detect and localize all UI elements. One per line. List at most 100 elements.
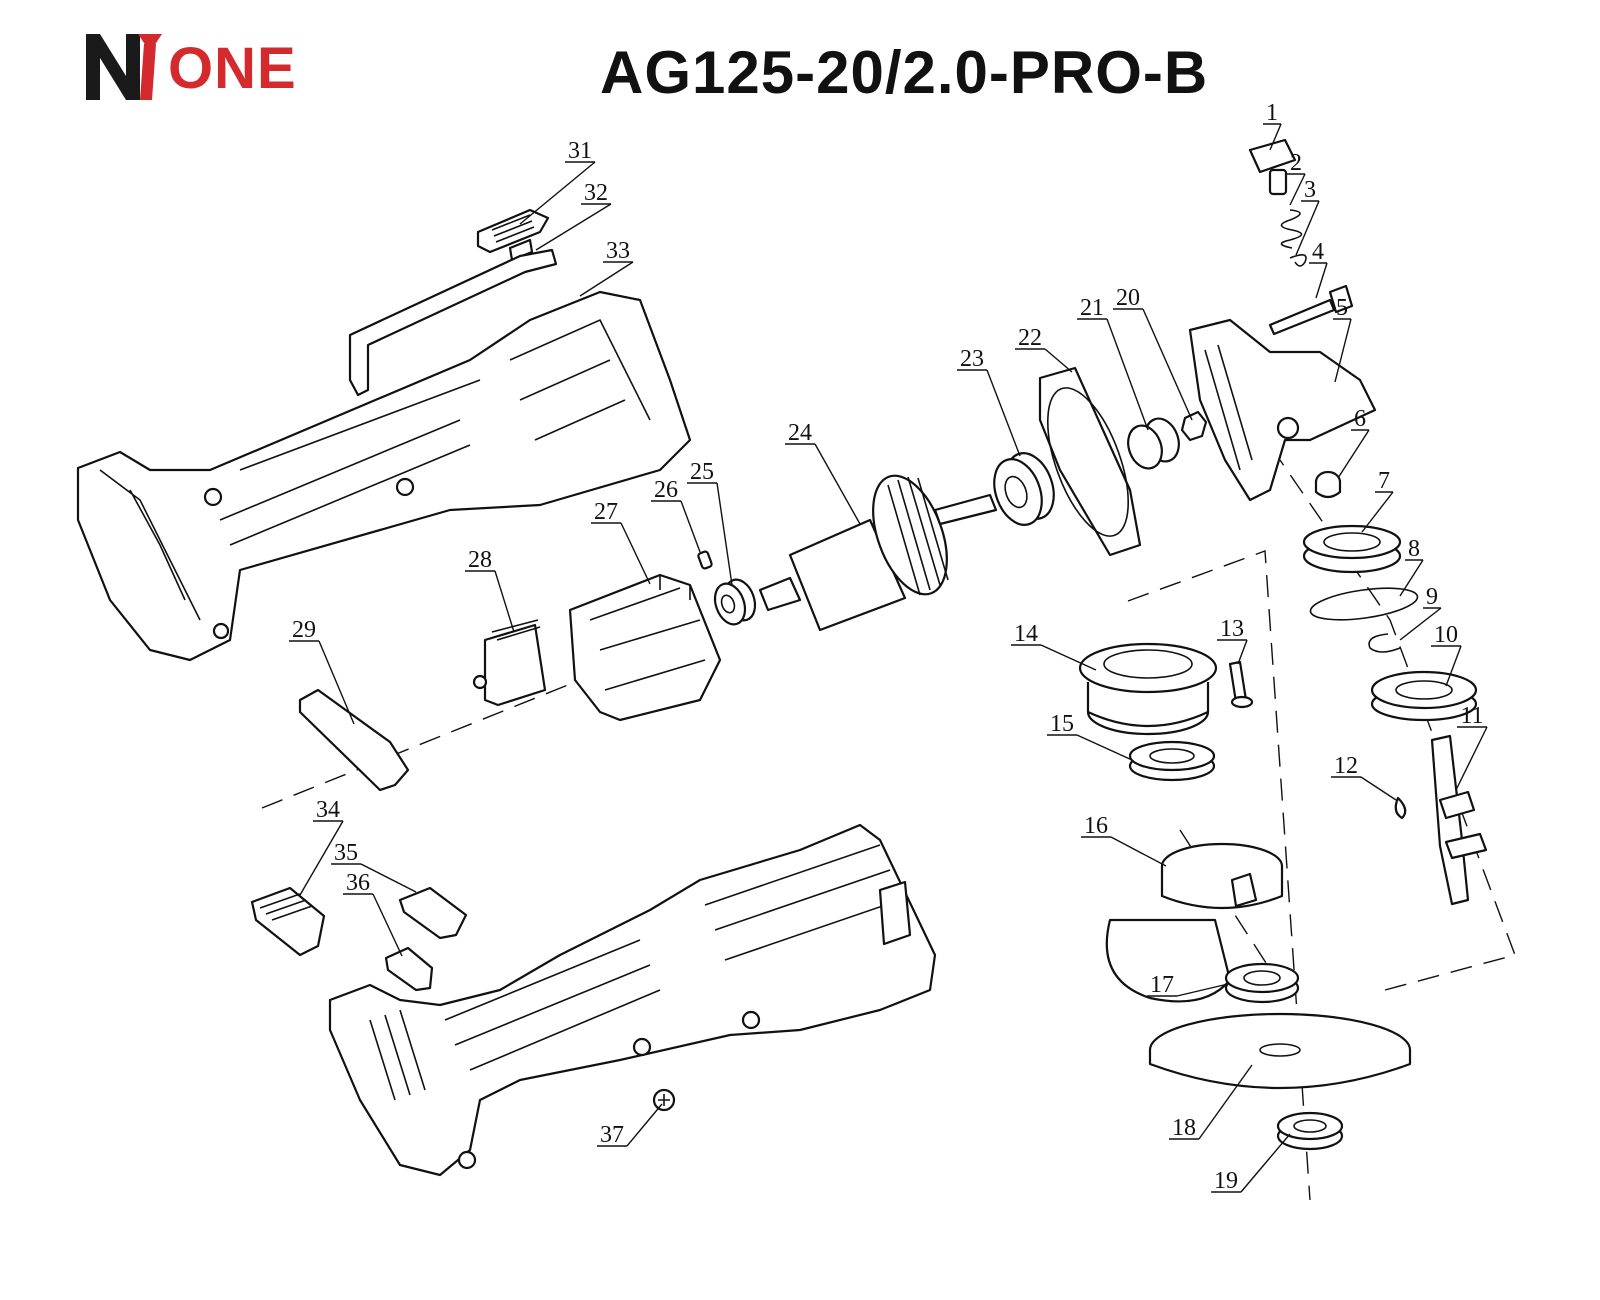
callout-leader-line xyxy=(494,570,515,633)
callout-leader-line xyxy=(986,369,1021,457)
callout-leader-line xyxy=(1399,559,1424,597)
callout-number: 22 xyxy=(1018,325,1042,351)
callout-17: 17 xyxy=(1147,972,1229,998)
callout-18: 18 xyxy=(1169,1064,1253,1141)
callout-number: 34 xyxy=(316,797,340,823)
brand-mark-icon xyxy=(86,34,162,100)
callout-leader-line xyxy=(814,443,861,525)
callout-number: 6 xyxy=(1354,406,1366,432)
callout-number: 28 xyxy=(468,547,492,573)
callout-11: 11 xyxy=(1455,703,1488,791)
part-36-clip xyxy=(384,946,434,992)
callout-29: 29 xyxy=(289,617,355,725)
part-19-flange-nut xyxy=(1276,1111,1344,1151)
callout-leader-line xyxy=(1315,262,1328,299)
callout-16: 16 xyxy=(1081,813,1167,867)
callout-number: 8 xyxy=(1408,536,1420,562)
callout-5: 5 xyxy=(1333,295,1352,383)
callout-leader-line xyxy=(1044,348,1073,373)
callout-26: 26 xyxy=(651,477,701,553)
callout-8: 8 xyxy=(1399,536,1424,597)
callout-leader-line xyxy=(360,863,417,893)
part-16-wheel-guard xyxy=(1105,842,1284,1003)
part-3-clip xyxy=(1289,254,1307,267)
callout-1: 1 xyxy=(1263,100,1282,151)
part-31-switch-slider xyxy=(476,208,550,262)
part-20-nut xyxy=(1180,410,1208,442)
part-25-bearing xyxy=(713,578,757,626)
part-11-spindle xyxy=(1430,734,1488,906)
callout-25: 25 xyxy=(687,459,733,586)
callout-7: 7 xyxy=(1361,468,1394,533)
callout-27: 27 xyxy=(591,499,651,585)
callout-number: 20 xyxy=(1116,285,1140,311)
callout-22: 22 xyxy=(1015,325,1073,373)
callout-number: 35 xyxy=(334,840,358,866)
callout-4: 4 xyxy=(1309,239,1328,299)
callout-number: 5 xyxy=(1336,295,1348,321)
part-14-bearing-housing xyxy=(1078,642,1218,736)
part-37-screw xyxy=(652,1088,676,1112)
callout-leader-line xyxy=(1360,776,1397,801)
callout-2: 2 xyxy=(1287,150,1306,206)
callout-12: 12 xyxy=(1331,753,1397,801)
callout-32: 32 xyxy=(535,180,612,251)
callout-leader-line xyxy=(1334,318,1352,383)
callout-leader-line xyxy=(1198,1064,1253,1140)
part-9-circlip xyxy=(1368,633,1401,653)
callout-13: 13 xyxy=(1217,616,1248,665)
part-28-control-module xyxy=(472,619,547,707)
callout-21: 21 xyxy=(1077,295,1149,431)
part-1-spindle-lock xyxy=(1248,138,1297,196)
callout-leader-line xyxy=(1106,318,1149,431)
callout-34: 34 xyxy=(299,797,344,896)
callout-20: 20 xyxy=(1113,285,1193,421)
callout-leader-line xyxy=(1040,644,1097,671)
callout-number: 13 xyxy=(1220,616,1244,642)
assembled-grinder-housing xyxy=(328,823,937,1177)
callout-number: 26 xyxy=(654,477,678,503)
callout-number: 18 xyxy=(1172,1115,1196,1141)
callout-number: 27 xyxy=(594,499,618,525)
callout-28: 28 xyxy=(465,547,515,633)
part-12-key xyxy=(1394,796,1407,820)
callout-leader-line xyxy=(1289,173,1306,206)
part-18-grinding-disc xyxy=(1148,1012,1412,1090)
callout-number: 31 xyxy=(568,138,592,164)
part-13-screw xyxy=(1228,660,1254,709)
part-5-gear-housing xyxy=(1188,318,1377,502)
model-title: AG125-20/2.0-PRO-B xyxy=(600,39,1209,106)
callout-number: 29 xyxy=(292,617,316,643)
part-7-bearing xyxy=(1302,524,1402,574)
part-35-bracket xyxy=(398,886,468,940)
brand-logo xyxy=(86,34,306,104)
callout-number: 10 xyxy=(1434,622,1458,648)
part-22-baffle xyxy=(1038,366,1142,557)
callout-number: 12 xyxy=(1334,753,1358,779)
callout-leader-line xyxy=(1445,645,1462,687)
callout-leader-line xyxy=(1337,429,1370,479)
callout-leader-line xyxy=(626,1103,663,1147)
callout-10: 10 xyxy=(1431,622,1462,687)
part-33-left-housing xyxy=(76,290,692,662)
callout-number: 15 xyxy=(1050,711,1074,737)
callout-labels: 1234567891011121314151617181920212223242… xyxy=(289,100,1488,1194)
callout-14: 14 xyxy=(1011,621,1097,671)
part-4-bolt xyxy=(1268,284,1354,336)
callout-leader-line xyxy=(1142,308,1193,421)
callout-number: 19 xyxy=(1214,1168,1238,1194)
callout-number: 24 xyxy=(788,420,812,446)
callout-number: 2 xyxy=(1290,150,1302,176)
brand-name: ONE xyxy=(168,36,297,101)
part-10-gear xyxy=(1370,670,1478,722)
part-21-bushing xyxy=(1127,417,1180,470)
callout-leader-line xyxy=(680,500,701,553)
callout-leader-line xyxy=(1110,836,1167,867)
callout-3: 3 xyxy=(1295,177,1320,256)
callout-leader-line xyxy=(318,640,355,725)
callout-33: 33 xyxy=(579,238,634,297)
callout-leader-line xyxy=(1295,200,1320,256)
part-8-o-ring xyxy=(1309,587,1419,621)
callout-number: 25 xyxy=(690,459,714,485)
callout-number: 1 xyxy=(1266,100,1278,126)
